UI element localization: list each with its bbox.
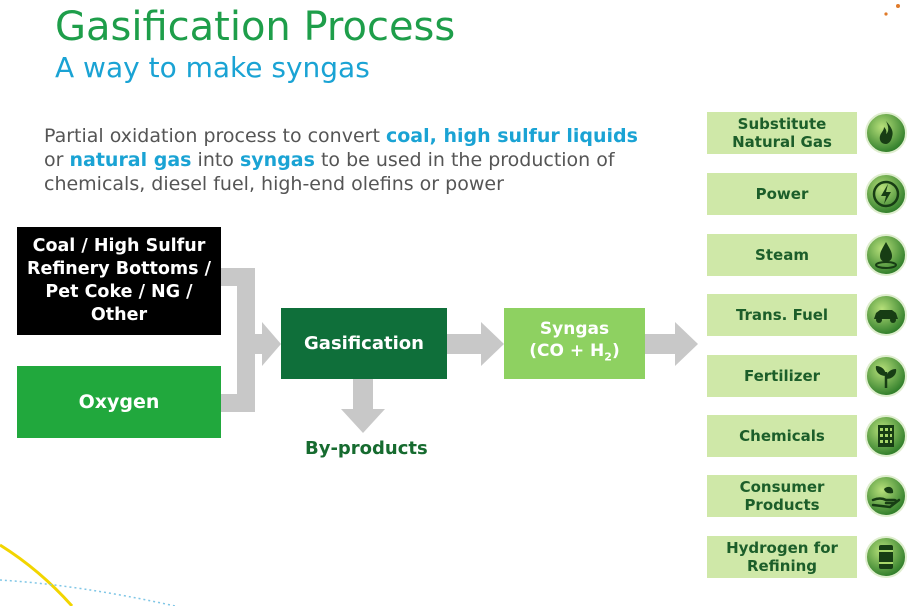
oxygen-box: Oxygen (17, 366, 221, 438)
gasification-label: Gasification (304, 333, 424, 354)
product-steam: Steam (707, 234, 857, 276)
droplet-icon (865, 234, 907, 276)
product-chemicals: Chemicals (707, 415, 857, 457)
feedstock-line: Coal / High Sulfur (32, 236, 206, 256)
feedstock-line: Refinery Bottoms / (26, 259, 212, 279)
flame-icon (865, 112, 907, 154)
page-subtitle: A way to make syngas (55, 51, 370, 84)
syngas-formula: (CO + H2) (529, 341, 620, 364)
oxygen-label: Oxygen (78, 391, 160, 413)
feedstock-box: Coal / High Sulfur Refinery Bottoms / Pe… (17, 227, 221, 335)
hand-icon (865, 475, 907, 517)
building-icon (865, 415, 907, 457)
lightning-icon (865, 173, 907, 215)
syngas-box: Syngas (CO + H2) (504, 308, 645, 379)
car-icon (865, 294, 907, 336)
product-trans-fuel: Trans. Fuel (707, 294, 857, 336)
barrel-icon (865, 536, 907, 578)
product-power: Power (707, 173, 857, 215)
feedstock-line: Pet Coke / NG / (45, 282, 193, 302)
byproducts-label: By-products (305, 438, 428, 459)
plant-icon (865, 355, 907, 397)
syngas-label: Syngas (539, 319, 610, 340)
description-text: Partial oxidation process to convert coa… (44, 125, 638, 195)
feedstock-line: Other (90, 305, 148, 325)
product-fertilizer: Fertilizer (707, 355, 857, 397)
gasification-box: Gasification (281, 308, 447, 379)
page-title: Gasification Process (55, 4, 456, 50)
